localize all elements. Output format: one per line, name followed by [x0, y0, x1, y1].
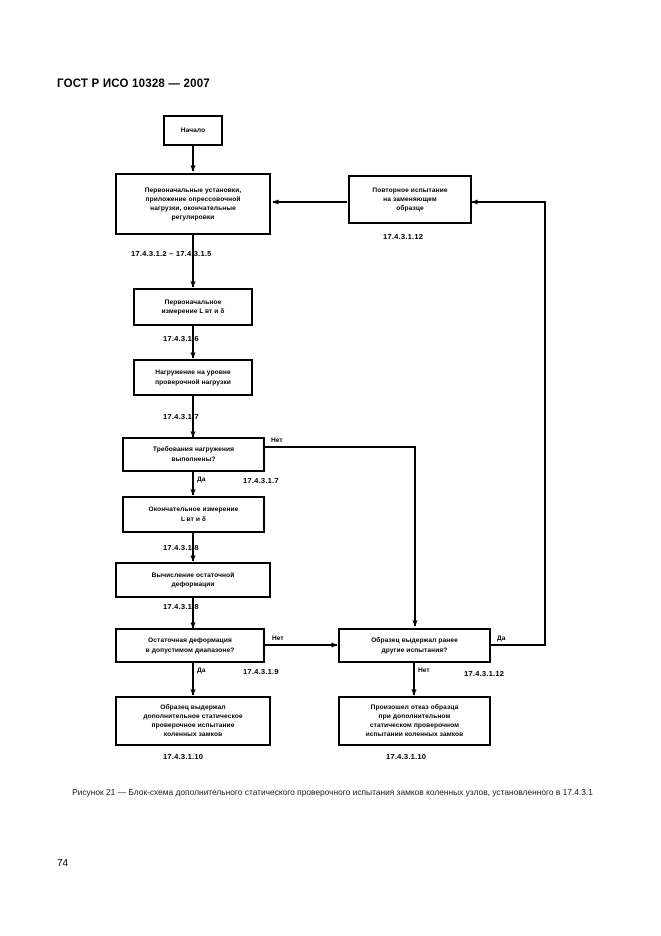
- node-initial-measurement-label: Первоначальное измерение L вт и δ: [161, 298, 225, 315]
- node-residual-in-range: Остаточная деформация в допустимом диапа…: [115, 628, 265, 663]
- figure-caption-line2: установленного в 17.4.3.1: [492, 787, 593, 797]
- figure-caption-line1: Рисунок 21 — Блок-схема дополнительного …: [72, 787, 490, 797]
- clause-residual-calculation: 17.4.3.1.8: [163, 602, 199, 611]
- flowchart-figure: Начало Первоначальные установки, приложе…: [115, 115, 546, 761]
- page-number: 74: [57, 858, 69, 869]
- node-sample-failed: Произошел отказ образца при дополнительн…: [338, 696, 491, 746]
- node-residual-calculation-label: Вычисление остаточной деформации: [151, 571, 235, 588]
- clause-previously-passed: 17.4.3.1.12: [464, 669, 505, 678]
- clause-sample-passed: 17.4.3.1.10: [163, 752, 204, 761]
- edge-label-loading-yes: Да: [197, 476, 206, 483]
- node-start: Начало: [163, 115, 223, 146]
- node-initial-measurement: Первоначальное измерение L вт и δ: [133, 288, 253, 326]
- figure-caption: Рисунок 21 — Блок-схема дополнительного …: [45, 786, 620, 799]
- edge-label-loading-no: Нет: [271, 437, 283, 444]
- clause-loading-requirements: 17.4.3.1.7: [243, 476, 279, 485]
- standard-header: ГОСТ Р ИСО 10328 — 2007: [57, 78, 210, 90]
- edge-label-residual-yes: Да: [197, 667, 206, 674]
- node-final-measurement-label: Окончательное измерение L вт и δ: [148, 506, 239, 523]
- node-previously-passed-label: Образец выдержал ранее другие испытания?: [371, 637, 458, 654]
- edge-label-prev-no: Нет: [418, 667, 430, 674]
- clause-sample-failed: 17.4.3.1.10: [386, 752, 427, 761]
- node-start-label: Начало: [180, 126, 206, 134]
- clause-final-measurement: 17.4.3.1.8: [163, 543, 199, 552]
- node-retest-replacement: Повторное испытание на заменяющем образц…: [348, 175, 472, 224]
- node-loading-requirements: Требования нагружения выполнены?: [122, 437, 265, 472]
- clause-initial-setup-range: 17.4.3.1.2 – 17.4.3.1.5: [131, 249, 212, 258]
- edge-label-prev-yes: Да: [497, 635, 506, 642]
- node-sample-passed-label: Образец выдержал дополнительное статичес…: [143, 703, 243, 739]
- node-sample-passed: Образец выдержал дополнительное статичес…: [115, 696, 271, 746]
- node-sample-failed-label: Произошел отказ образца при дополнительн…: [365, 703, 464, 739]
- edge-label-residual-no: Нет: [272, 635, 284, 642]
- node-initial-setup: Первоначальные установки, приложение опр…: [115, 173, 271, 235]
- flowchart-connectors: [190, 146, 546, 696]
- clause-initial-measurement: 17.4.3.1.6: [163, 334, 199, 343]
- node-retest-replacement-label: Повторное испытание на заменяющем образц…: [372, 186, 448, 213]
- node-loading-requirements-label: Требования нагружения выполнены?: [152, 446, 235, 463]
- node-final-measurement: Окончательное измерение L вт и δ: [122, 496, 265, 533]
- clause-loading-proof: 17.4.3.1.7: [163, 412, 199, 421]
- clause-residual-in-range: 17.4.3.1.9: [243, 667, 279, 676]
- node-previously-passed: Образец выдержал ранее другие испытания?: [338, 628, 491, 663]
- node-loading-proof-label: Нагружение на уровне проверочной нагрузк…: [155, 369, 231, 386]
- node-residual-in-range-label: Остаточная деформация в допустимом диапа…: [145, 637, 235, 654]
- node-initial-setup-label: Первоначальные установки, приложение опр…: [144, 186, 242, 222]
- node-residual-calculation: Вычисление остаточной деформации: [115, 562, 271, 598]
- clause-retest: 17.4.3.1.12: [383, 232, 424, 241]
- node-loading-proof: Нагружение на уровне проверочной нагрузк…: [133, 359, 253, 396]
